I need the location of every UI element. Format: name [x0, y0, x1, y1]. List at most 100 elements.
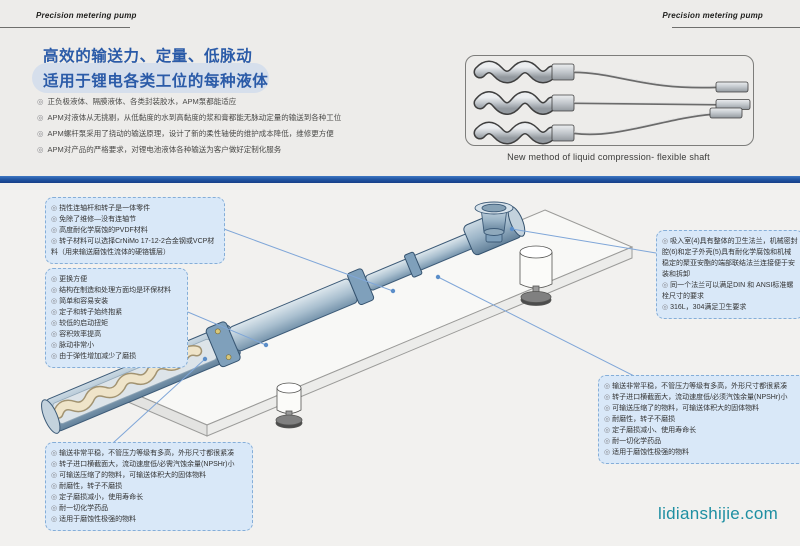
item-text: 正负极液体、隔膜液体、各类封装胶水，APM泵都能适应	[47, 97, 237, 106]
bullet-icon: ◎	[604, 427, 611, 434]
bullet-icon: ◎	[51, 505, 58, 512]
callout-item: ◎较低的启动扭矩	[51, 318, 182, 329]
bullet-icon: ◎	[51, 320, 58, 327]
section-divider-bar	[0, 176, 800, 183]
item-text: 输送非常平稳，不管压力等级有多高，外形尺寸都很紧凑	[612, 383, 788, 390]
flexible-shaft-illustration	[473, 60, 751, 145]
bullet-icon: ◎	[51, 309, 58, 316]
page-title-line1: 高效的输送力、定量、低脉动	[43, 48, 253, 65]
bullet-icon: ◎	[662, 238, 669, 245]
callout-item: ◎转子进口横截面大，流动速度低/必需汽蚀余量(NPSHr)小	[51, 459, 247, 470]
item-text: 结构在制造和处理方面均是环保材料	[59, 287, 172, 294]
bullet-icon: ◎	[51, 450, 58, 457]
bullet-icon: ◎	[662, 304, 669, 311]
bullet-icon: ◎	[37, 129, 44, 138]
bullet-icon: ◎	[37, 113, 44, 122]
callout-item: ◎耐一切化学药品	[51, 503, 247, 514]
header-section: Precision metering pump Precision meteri…	[0, 0, 800, 176]
callout-performance-right: ◎输送非常平稳，不管压力等级有多高，外形尺寸都很紧凑◎转子进口横截面大，流动速度…	[598, 375, 800, 464]
bullet-icon: ◎	[51, 353, 58, 360]
callout-item: ◎简单和容易安装	[51, 296, 182, 307]
item-text: 转子进口横截面大，流动速度低/必须汽蚀余量(NPSHr)小	[612, 394, 788, 401]
feature-item: ◎APM对产品的严格要求，对锂电池液体各种输送为客户做好定制化服务	[37, 142, 457, 158]
callout-item: ◎结构在制造和处理方面均是环保材料	[51, 285, 182, 296]
item-text: 由于弹性增加减少了磨损	[59, 353, 137, 360]
callout-hygiene-list: ◎吸入室(4)具有整体的卫生法兰，机械密封腔(6)和定子外壳(5)具有耐化学腐蚀…	[662, 236, 798, 313]
callout-rotor-unit: ◎挠性连轴杆和转子是一体零件◎免除了维修—没有连轴节◎高度耐化学腐蚀的PVDF材…	[45, 197, 225, 264]
title-highlight-pill	[32, 63, 269, 93]
item-text: 容积效率提高	[59, 331, 102, 338]
shaft-panel-caption: New method of liquid compression- flexib…	[507, 152, 710, 162]
callout-item: ◎吸入室(4)具有整体的卫生法兰，机械密封腔(6)和定子外壳(5)具有耐化学腐蚀…	[662, 236, 798, 280]
item-text: 可输送压缩了的物料，可输送体积大的固体物料	[612, 405, 760, 412]
callout-item: ◎适用于磨蚀性极强的物料	[51, 514, 247, 525]
bullet-icon: ◎	[604, 405, 611, 412]
bullet-icon: ◎	[51, 483, 58, 490]
bullet-icon: ◎	[51, 461, 58, 468]
callout-item: ◎定子磨损减小、使用寿命长	[604, 425, 800, 436]
item-text: 适用于磨蚀性极强的物料	[612, 449, 690, 456]
bullet-icon: ◎	[37, 145, 44, 154]
flexible-shaft-1	[473, 60, 749, 93]
callout-rotor-list: ◎挠性连轴杆和转子是一体零件◎免除了维修—没有连轴节◎高度耐化学腐蚀的PVDF材…	[51, 203, 219, 258]
feature-item: ◎APM螺杆泵采用了挠动的输送原理，设计了新的柔性轴使的维护成本降低，维修更方便	[37, 126, 457, 142]
callout-item: ◎容积效率提高	[51, 329, 182, 340]
item-text: 高度耐化学腐蚀的PVDF材料	[59, 227, 148, 234]
feature-item: ◎正负极液体、隔膜液体、各类封装胶水，APM泵都能适应	[37, 94, 457, 110]
callout-item: ◎可输送压缩了的物料，可输送体积大的固体物料	[51, 470, 247, 481]
watermark: lidianshijie.com	[658, 504, 779, 523]
callout-item: ◎转子进口横截面大，流动速度低/必须汽蚀余量(NPSHr)小	[604, 392, 800, 403]
bullet-icon: ◎	[51, 287, 58, 294]
bullet-icon: ◎	[51, 205, 58, 212]
bullet-icon: ◎	[604, 449, 611, 456]
callout-item: ◎输送非常平稳，不管压力等级有多高，外形尺寸都很紧凑	[604, 381, 800, 392]
callout-item: ◎定子和转子始终抱紧	[51, 307, 182, 318]
item-text: 免除了维修—没有连轴节	[59, 216, 137, 223]
callout-item: ◎耐磨性，转子不磨损	[604, 414, 800, 425]
bullet-icon: ◎	[51, 238, 58, 245]
item-text: APM螺杆泵采用了挠动的输送原理，设计了新的柔性轴使的维护成本降低，维修更方便	[47, 129, 334, 138]
flexible-shaft-2	[473, 91, 751, 115]
item-text: 脉动非常小	[59, 342, 95, 349]
callout-item: ◎可输送压缩了的物料，可输送体积大的固体物料	[604, 403, 800, 414]
bullet-icon: ◎	[604, 438, 611, 445]
bullet-icon: ◎	[604, 416, 611, 423]
bullet-icon: ◎	[51, 227, 58, 234]
callout-hygiene: ◎吸入室(4)具有整体的卫生法兰，机械密封腔(6)和定子外壳(5)具有耐化学腐蚀…	[656, 230, 800, 319]
flexible-shaft-panel	[465, 55, 754, 146]
bullet-icon: ◎	[51, 298, 58, 305]
item-text: 耐磨性，转子不磨损	[59, 483, 123, 490]
bullet-icon: ◎	[662, 282, 669, 289]
page-title-line2: 适用于锂电各类工位的每种液体	[43, 73, 269, 90]
callout-item: ◎脉动非常小	[51, 340, 182, 351]
item-text: 适用于磨蚀性极强的物料	[59, 516, 137, 523]
callout-performance-right-list: ◎输送非常平稳，不管压力等级有多高，外形尺寸都很紧凑◎转子进口横截面大，流动速度…	[604, 381, 800, 458]
bullet-icon: ◎	[51, 216, 58, 223]
item-text: 较低的启动扭矩	[59, 320, 109, 327]
item-text: 定子和转子始终抱紧	[59, 309, 123, 316]
item-text: 定子磨损减小，使用寿命长	[59, 494, 144, 501]
item-text: 输送非常平稳，不管压力等级有多高，外形尺寸都很紧凑	[59, 450, 235, 457]
header-left-rule	[0, 27, 130, 28]
callout-item: ◎挠性连轴杆和转子是一体零件	[51, 203, 219, 214]
bullet-icon: ◎	[51, 516, 58, 523]
item-text: 更换方便	[59, 276, 88, 283]
callout-performance-left-list: ◎输送非常平稳，不管压力等级有多高，外形尺寸都很紧凑◎转子进口横截面大，流动速度…	[51, 448, 247, 525]
item-text: APM对液体从无挑剔，从低黏度的水到高黏度的浆和膏都能无脉动定量的输送到各种工位	[47, 113, 342, 122]
flexible-shaft-3	[473, 107, 743, 145]
item-text: 耐磨性，转子不磨损	[612, 416, 676, 423]
callout-item: ◎同一个法兰可以满足DIN 和 ANSI标准螺栓尺寸的要求	[662, 280, 798, 302]
callout-benefits-list: ◎更换方便◎结构在制造和处理方面均是环保材料◎简单和容易安装◎定子和转子始终抱紧…	[51, 274, 182, 362]
callout-item: ◎由于弹性增加减少了磨损	[51, 351, 182, 362]
bullet-icon: ◎	[51, 472, 58, 479]
callout-item: ◎316L，304满足卫生要求	[662, 302, 798, 313]
bullet-icon: ◎	[51, 494, 58, 501]
header-right-rule	[672, 27, 800, 28]
item-text: 同一个法兰可以满足DIN 和 ANSI标准螺栓尺寸的要求	[662, 282, 794, 300]
feature-list: ◎正负极液体、隔膜液体、各类封装胶水，APM泵都能适应◎APM对液体从无挑剔，从…	[37, 94, 457, 158]
header-right-label: Precision metering pump	[662, 11, 763, 20]
feature-item: ◎APM对液体从无挑剔，从低黏度的水到高黏度的浆和膏都能无脉动定量的输送到各种工…	[37, 110, 457, 126]
item-text: 耐一切化学药品	[612, 438, 662, 445]
callout-item: ◎免除了维修—没有连轴节	[51, 214, 219, 225]
